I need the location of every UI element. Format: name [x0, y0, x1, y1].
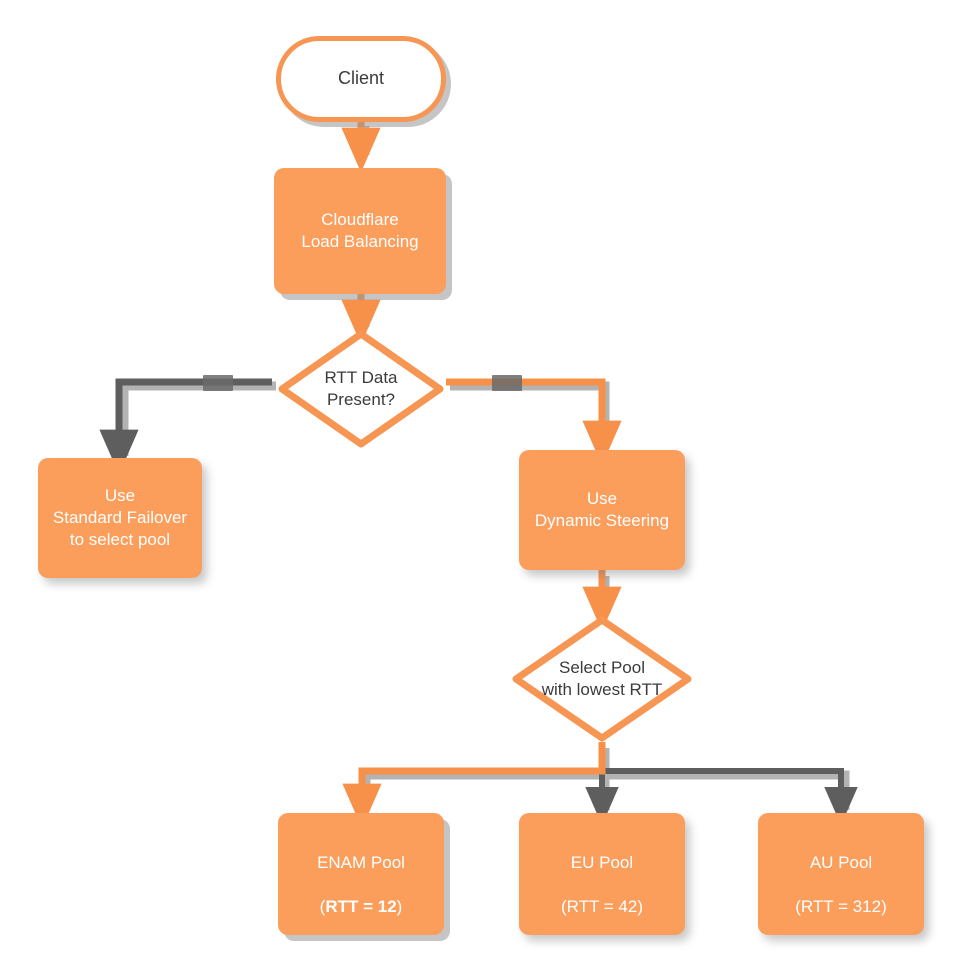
edge-select-pool-to-enam	[342, 742, 606, 829]
node-cloudflare-load-balancing[interactable]: Cloudflare Load Balancing	[274, 168, 446, 294]
node-enam-pool[interactable]: ENAM Pool (RTT = 12)	[278, 813, 444, 935]
node-enam-pool-rtt-close: )	[396, 896, 403, 916]
node-client-label: Client	[337, 68, 385, 89]
node-enam-pool-rtt-value: RTT = 12	[325, 896, 397, 916]
edge-rtt-check-to-failover	[99, 378, 272, 475]
node-select-pool-lowest-rtt-label: Select Pool with lowest RTT	[541, 658, 663, 699]
node-standard-failover-label: Use Standard Failover to select pool	[52, 486, 188, 549]
edge-label-no	[203, 375, 233, 391]
node-enam-pool-rtt-open: (	[319, 896, 326, 916]
node-dynamic-steering[interactable]: Use Dynamic Steering	[519, 450, 685, 570]
node-eu-pool-title: EU Pool	[570, 853, 634, 873]
edge-label-yes	[492, 375, 522, 391]
node-eu-pool-label: EU Pool (RTT = 42)	[561, 831, 643, 918]
diamond-shape-select-pool-lowest-rtt	[512, 616, 692, 742]
node-dynamic-steering-label: Use Dynamic Steering	[534, 489, 670, 530]
node-rtt-data-present-label: RTT Data Present?	[324, 368, 398, 409]
node-eu-pool-rtt: (RTT = 42)	[560, 896, 644, 916]
edge-rtt-check-to-steering	[446, 378, 622, 466]
node-select-pool-lowest-rtt[interactable]: Select Pool with lowest RTT	[512, 616, 692, 742]
edge-shadows	[119, 126, 850, 810]
node-enam-pool-label: ENAM Pool (RTT = 12)	[317, 831, 405, 918]
edge-select-pool-to-au	[602, 768, 858, 826]
diamond-shape-rtt-data-present	[278, 330, 444, 448]
node-standard-failover[interactable]: Use Standard Failover to select pool	[38, 458, 202, 578]
node-enam-pool-title: ENAM Pool	[317, 853, 405, 873]
node-client[interactable]: Client	[276, 36, 446, 122]
node-au-pool-label: AU Pool (RTT = 312)	[795, 831, 887, 918]
node-rtt-data-present[interactable]: RTT Data Present?	[278, 330, 444, 448]
node-au-pool-title: AU Pool	[809, 853, 873, 873]
node-eu-pool[interactable]: EU Pool (RTT = 42)	[519, 813, 685, 935]
node-cloudflare-load-balancing-label: Cloudflare Load Balancing	[301, 210, 419, 251]
node-au-pool[interactable]: AU Pool (RTT = 312)	[758, 813, 924, 935]
node-au-pool-rtt: (RTT = 312)	[795, 896, 887, 916]
